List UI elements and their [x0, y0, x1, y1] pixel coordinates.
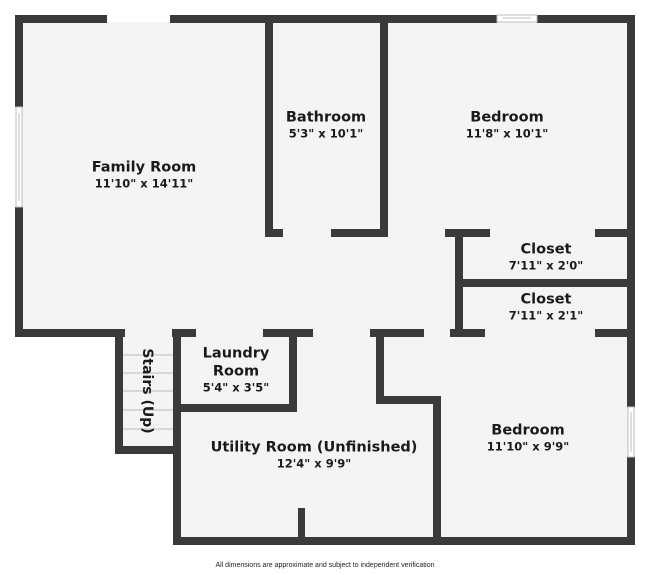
room-laundry: Laundry Room 5'4" x 3'5": [203, 345, 270, 396]
room-bedroom-upper: Bedroom 11'8" x 10'1": [466, 109, 548, 142]
room-name-line1: Laundry: [202, 345, 270, 362]
windows: [15, 14, 635, 458]
room-bedroom-lower: Bedroom 11'10" x 9'9": [487, 422, 569, 455]
room-name-line2: Room: [212, 363, 260, 380]
room-dimensions: 5'3" x 10'1": [288, 126, 364, 141]
room-closet-upper: Closet 7'11" x 2'0": [509, 241, 583, 274]
disclaimer-note: All dimensions are approximate and subje…: [215, 562, 435, 569]
room-dimensions: 7'11" x 2'1": [508, 308, 584, 323]
stair-treads: [122, 354, 175, 430]
room-dimensions: 7'11" x 2'0": [508, 258, 584, 273]
room-name: Bedroom: [470, 109, 544, 126]
room-utility: Utility Room (Unfinished) 12'4" x 9'9": [211, 439, 418, 472]
room-name: Family Room: [91, 159, 197, 176]
room-name: Closet: [520, 291, 572, 308]
room-dimensions: 12'4" x 9'9": [276, 456, 352, 471]
room-dimensions: 11'8" x 10'1": [465, 126, 549, 141]
room-closet-lower: Closet 7'11" x 2'1": [509, 291, 583, 324]
room-name: Bedroom: [491, 422, 565, 439]
room-dimensions: 5'4" x 3'5": [202, 380, 270, 395]
room-family-room: Family Room 11'10" x 14'11": [92, 159, 197, 192]
room-dimensions: 11'10" x 9'9": [486, 439, 570, 454]
room-name: Bathroom: [285, 109, 367, 126]
floor-fill: [22, 22, 630, 540]
room-name: Utility Room (Unfinished): [210, 439, 418, 456]
stairs-label: Stairs (Up): [139, 348, 155, 434]
walls: [15, 15, 635, 545]
room-bathroom: Bathroom 5'3" x 10'1": [286, 109, 366, 142]
room-dimensions: 11'10" x 14'11": [94, 176, 194, 191]
room-name: Closet: [520, 241, 572, 258]
